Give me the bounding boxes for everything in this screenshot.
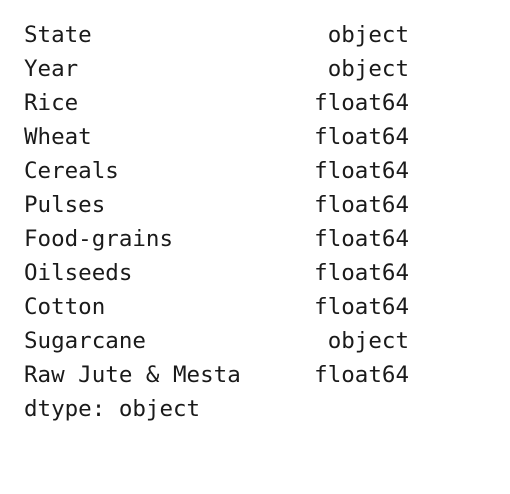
dtype-row-raw-jute-mesta: Raw Jute & Mesta float64 [24,358,409,392]
column-dtype: float64 [314,294,409,320]
column-dtype: object [327,328,409,354]
column-name: Cereals [24,158,119,184]
column-dtype: float64 [314,192,409,218]
column-name: Sugarcane [24,328,146,354]
column-dtype: float64 [314,226,409,252]
column-name: Raw Jute & Mesta [24,362,241,388]
column-name: Rice [24,90,79,116]
column-dtype: float64 [314,124,409,150]
column-name: Pulses [24,192,106,218]
dtype-row-state: State object [24,18,409,52]
column-dtype: float64 [314,362,409,388]
dtypes-output: State object Year object Rice float64 Wh… [24,18,409,426]
dtype-row-cotton: Cotton float64 [24,290,409,324]
dtype-row-oilseeds: Oilseeds float64 [24,256,409,290]
dtype-row-pulses: Pulses float64 [24,188,409,222]
dtype-row-food-grains: Food-grains float64 [24,222,409,256]
column-name: Oilseeds [24,260,133,286]
column-dtype: object [327,22,409,48]
column-name: Cotton [24,294,106,320]
column-dtype: float64 [314,158,409,184]
dtype-row-cereals: Cereals float64 [24,154,409,188]
column-name: Wheat [24,124,92,150]
dtype-footer: dtype: object [24,396,201,422]
column-dtype: object [327,56,409,82]
column-dtype: float64 [314,260,409,286]
column-name: Year [24,56,79,82]
column-dtype: float64 [314,90,409,116]
column-name: Food-grains [24,226,174,252]
column-name: State [24,22,92,48]
dtype-row-sugarcane: Sugarcane object [24,324,409,358]
dtype-row-wheat: Wheat float64 [24,120,409,154]
dtype-row-year: Year object [24,52,409,86]
dtype-row-rice: Rice float64 [24,86,409,120]
